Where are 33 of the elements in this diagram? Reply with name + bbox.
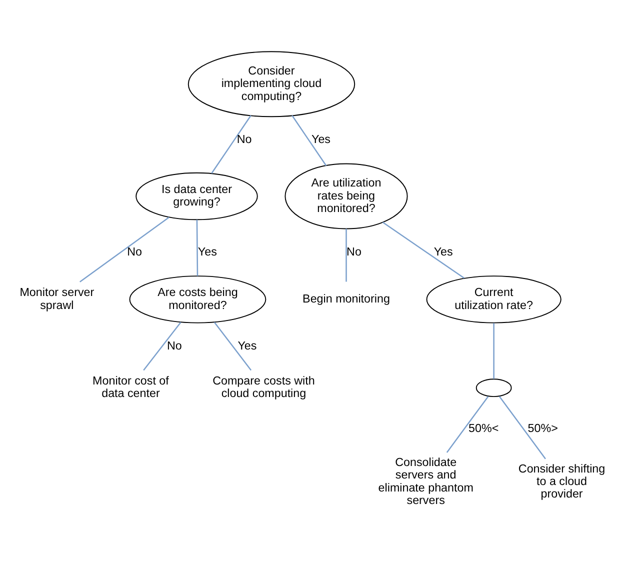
edge-label: No: [127, 244, 142, 258]
node-text: Compare costs with cloud computing: [212, 374, 315, 400]
node-text: Monitor server sprawl: [20, 286, 94, 312]
node-ellipse: Is data center growing?: [136, 172, 258, 220]
node-text: Consolidate servers and eliminate phantom servers: [378, 456, 474, 506]
node-text: Begin monitoring: [302, 292, 390, 305]
connector: [382, 221, 465, 278]
edge-label: 50%<: [468, 422, 499, 435]
connector: [80, 216, 170, 282]
edge-label: Yes: [238, 339, 257, 352]
node-ellipse: Current utilization rate?: [426, 275, 562, 323]
connector: [346, 228, 347, 282]
node-text: Monitor cost of data center: [92, 374, 169, 400]
node-text: Consider shifting to a cloud provider: [518, 462, 606, 500]
edge-label: 50%>: [528, 422, 558, 435]
edge-label: Yes: [434, 244, 453, 258]
connector: [498, 395, 546, 459]
connector: [211, 114, 252, 174]
connector: [214, 321, 252, 370]
connector: [143, 321, 182, 370]
node-ellipse: Consider implementing cloud computing?: [188, 50, 356, 117]
connector: [292, 114, 327, 166]
edge-label: No: [166, 339, 182, 352]
edge-label: Yes: [312, 132, 331, 146]
node-ellipse: [476, 378, 512, 397]
connector: [493, 322, 494, 378]
edge-label: Yes: [198, 244, 217, 258]
node-ellipse: Are costs being monitored?: [129, 275, 266, 323]
connector: [196, 219, 198, 276]
edge-label: No: [346, 244, 362, 258]
connector: [446, 395, 489, 452]
edge-label: No: [236, 132, 252, 146]
node-ellipse: Are utilization rates being monitored?: [284, 162, 408, 229]
